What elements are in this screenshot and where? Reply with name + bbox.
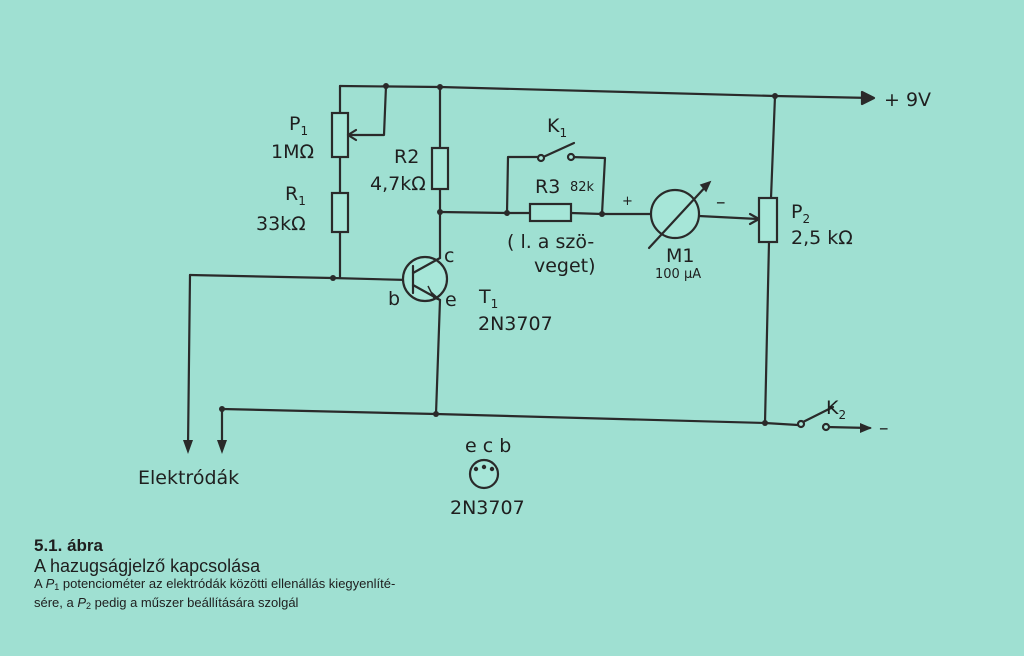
label-t1-collector: c	[444, 245, 454, 267]
label-p2: P2	[791, 201, 810, 226]
p1-wiper-arrow	[346, 128, 358, 142]
ground-arrow	[860, 423, 872, 433]
label-electrodes: Elektródák	[138, 467, 239, 489]
label-meter-plus: +	[622, 194, 633, 209]
k1-contact-left	[536, 153, 546, 163]
k1-contact-right	[566, 152, 576, 162]
label-r1-value: 33kΩ	[256, 213, 306, 235]
junction-dots	[219, 83, 778, 426]
label-r2-value: 4,7kΩ	[370, 173, 426, 195]
pin-e	[473, 466, 479, 472]
p1-wiper	[346, 84, 388, 137]
m1-needle-arrow	[699, 180, 712, 193]
k2-contact-left	[796, 419, 806, 429]
label-r3-value: 82k	[570, 180, 595, 195]
label-t1-base: b	[388, 288, 400, 310]
caption-subtitle: A hazugságjelző kapcsolása	[34, 556, 261, 576]
label-r1: R1	[285, 183, 306, 208]
label-t1-type: 2N3707	[478, 313, 553, 335]
potentiometer-p1	[330, 111, 350, 159]
meter-m1	[649, 188, 701, 240]
label-p2-value: 2,5 kΩ	[791, 227, 853, 249]
pinout-package	[468, 458, 500, 490]
wire-top-rail	[338, 84, 874, 100]
resistor-r3	[528, 202, 573, 223]
label-r2: R2	[394, 146, 419, 168]
electrode-lead-left	[186, 273, 192, 449]
label-supply: + 9V	[884, 89, 931, 111]
pin-c	[481, 464, 487, 470]
wire-bottom-rail	[220, 407, 872, 430]
pin-b	[489, 466, 495, 472]
transistor-t1	[401, 255, 449, 303]
label-k1: K1	[547, 115, 567, 140]
resistor-r1	[330, 191, 350, 234]
switch-k2	[799, 405, 835, 425]
switch-k1	[539, 141, 576, 160]
wire-meter-p2	[697, 214, 760, 221]
electrode-left-arrow	[183, 440, 193, 454]
label-ground: –	[879, 417, 889, 439]
k2-contact-right	[821, 422, 831, 432]
label-r3-note-1: ( l. a szö-	[507, 231, 594, 253]
figure-caption: 5.1. ábra A hazugságjelző kapcsolása A P…	[34, 536, 594, 614]
label-t1: T1	[478, 286, 498, 311]
label-r3: R3	[535, 176, 560, 198]
label-pinout: e c b	[465, 435, 511, 457]
label-p1-value: 1MΩ	[271, 141, 314, 163]
resistor-r2	[430, 146, 450, 191]
label-p1: P1	[289, 113, 308, 138]
wire-k1-bypass	[505, 155, 607, 216]
label-pinout-type: 2N3707	[450, 497, 525, 519]
electrode-right-arrow	[217, 440, 227, 454]
caption-title: 5.1. ábra	[34, 536, 103, 555]
label-m1: M1	[666, 245, 694, 267]
wire-emitter	[434, 298, 442, 416]
label-meter-minus: –	[716, 191, 726, 213]
wire-p2	[763, 94, 777, 425]
t1-collector	[411, 256, 442, 275]
label-r3-note-2: veget)	[534, 255, 596, 277]
m1-needle	[647, 181, 711, 250]
label-k2: K2	[826, 397, 846, 422]
label-t1-emitter: e	[445, 289, 457, 311]
supply-arrow	[860, 90, 876, 106]
wire-base	[188, 273, 410, 282]
label-m1-value: 100 µA	[655, 267, 701, 282]
potentiometer-p2	[757, 196, 779, 244]
caption-description: A P1 potenciométer az elektródák közötti…	[34, 576, 396, 611]
